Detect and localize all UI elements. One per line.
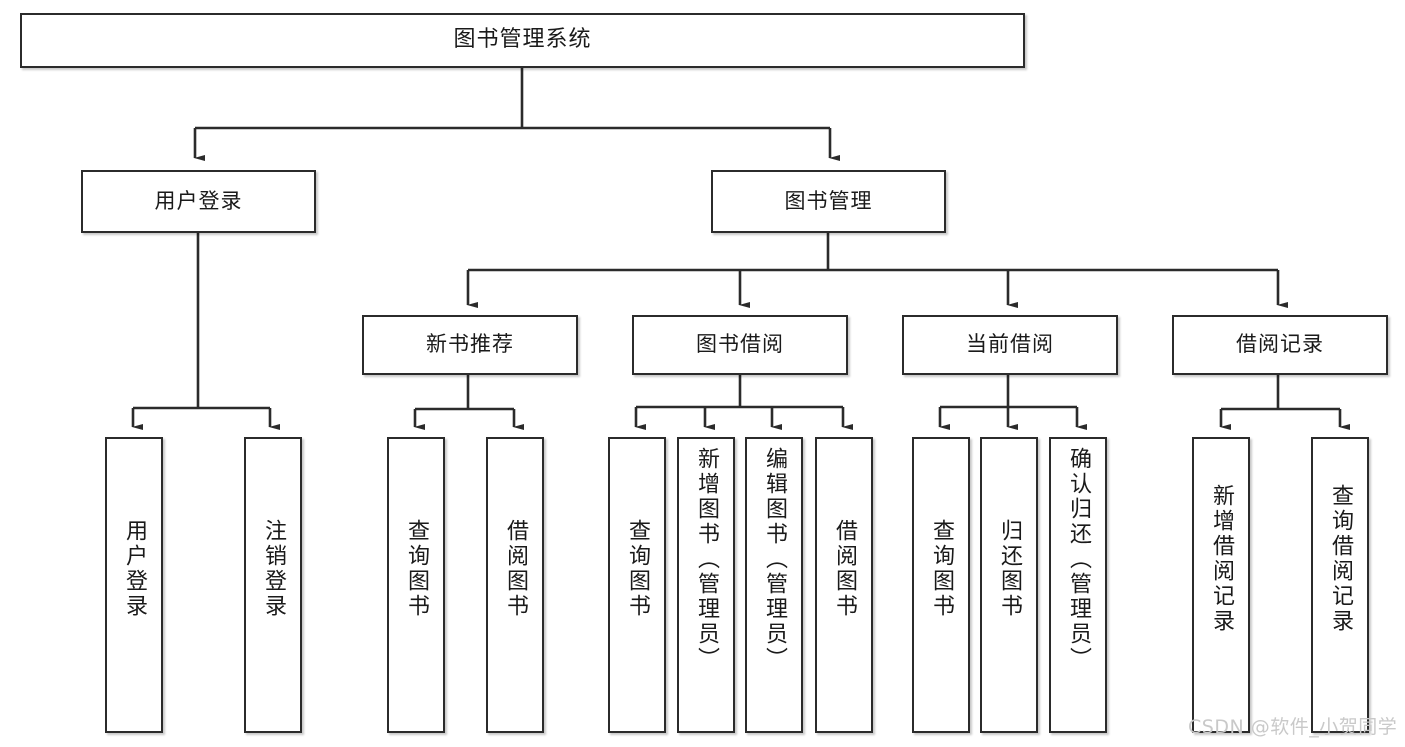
leaf-label: 借阅图书: [502, 519, 528, 619]
leaf-label: 查询图书: [928, 519, 954, 619]
node-book-borrow[interactable]: 图书借阅: [632, 315, 848, 375]
leaf-borrow-record-add[interactable]: 新增借阅记录: [1192, 437, 1250, 733]
leaf-book-borrow-query[interactable]: 查询图书: [608, 437, 666, 733]
leaf-label: 借阅图书: [831, 519, 857, 619]
node-book-borrow-label: 图书借阅: [696, 332, 784, 357]
leaf-book-borrow-add[interactable]: 新增图书（管理员）: [677, 437, 735, 733]
leaf-label: 查询借阅记录: [1327, 484, 1353, 634]
node-book-manage-label: 图书管理: [784, 188, 873, 213]
node-current-borrow[interactable]: 当前借阅: [902, 315, 1118, 375]
node-current-borrow-label: 当前借阅: [966, 332, 1054, 357]
node-root[interactable]: 图书管理系统: [20, 13, 1025, 68]
watermark: CSDN @软件_小贺同学: [1188, 716, 1398, 738]
leaf-label: 新增借阅记录: [1208, 484, 1234, 634]
leaf-label: 注销登录: [260, 519, 286, 619]
node-user-login[interactable]: 用户登录: [81, 170, 316, 233]
leaf-label: 查询图书: [403, 519, 429, 619]
leaf-book-borrow-edit[interactable]: 编辑图书（管理员）: [745, 437, 803, 733]
leaf-book-borrow-borrow[interactable]: 借阅图书: [815, 437, 873, 733]
leaf-label: 归还图书: [996, 519, 1022, 619]
node-new-book-recommend[interactable]: 新书推荐: [362, 315, 578, 375]
node-user-login-label: 用户登录: [154, 188, 243, 213]
node-root-label: 图书管理系统: [453, 27, 592, 53]
leaf-label: 确认归还（管理员）: [1065, 447, 1091, 672]
leaf-borrow-record-query[interactable]: 查询借阅记录: [1311, 437, 1369, 733]
leaf-label: 查询图书: [624, 519, 650, 619]
leaf-current-borrow-return[interactable]: 归还图书: [980, 437, 1038, 733]
leaf-label: 用户登录: [121, 519, 147, 619]
leaf-label: 编辑图书（管理员）: [761, 447, 787, 672]
node-borrow-record[interactable]: 借阅记录: [1172, 315, 1388, 375]
leaf-new-book-borrow[interactable]: 借阅图书: [486, 437, 544, 733]
leaf-user-login-login[interactable]: 用户登录: [105, 437, 163, 733]
leaf-new-book-query[interactable]: 查询图书: [387, 437, 445, 733]
node-book-manage[interactable]: 图书管理: [711, 170, 946, 233]
leaf-label: 新增图书（管理员）: [693, 447, 719, 672]
node-borrow-record-label: 借阅记录: [1236, 332, 1324, 357]
leaf-current-borrow-query[interactable]: 查询图书: [912, 437, 970, 733]
leaf-current-borrow-confirm[interactable]: 确认归还（管理员）: [1049, 437, 1107, 733]
leaf-user-login-logout[interactable]: 注销登录: [244, 437, 302, 733]
node-new-book-recommend-label: 新书推荐: [426, 332, 514, 357]
